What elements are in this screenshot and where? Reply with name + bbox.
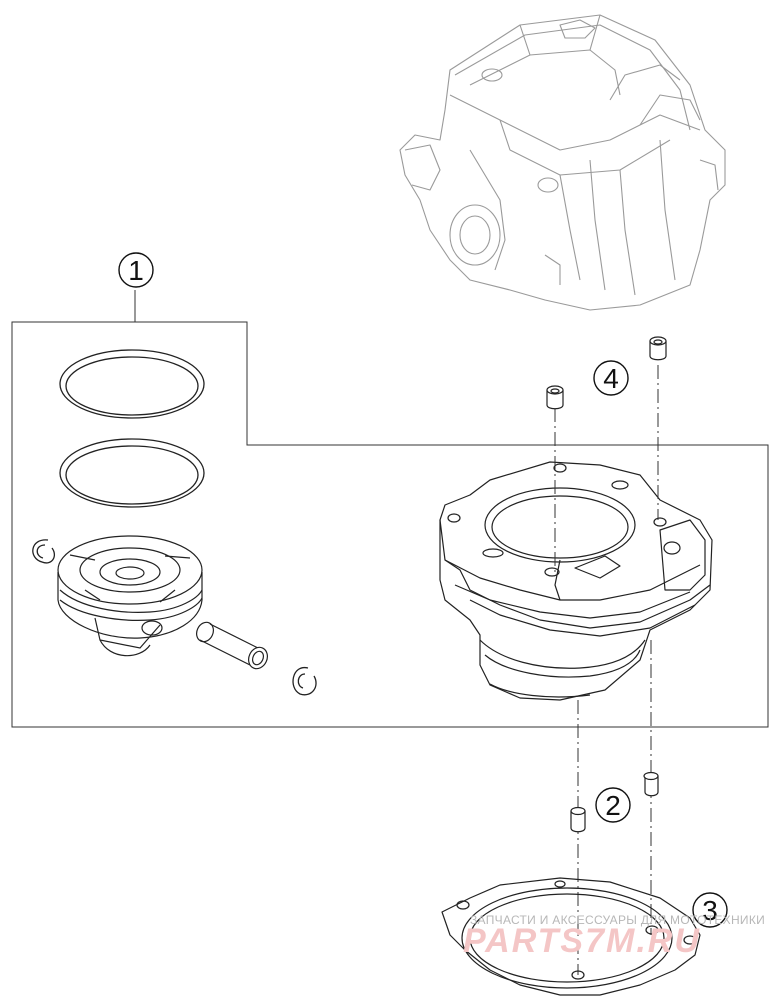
dowel-pin-top-left	[546, 385, 564, 410]
cylinder-base-gasket	[441, 877, 701, 996]
callout-4: 4	[593, 360, 629, 396]
dowel-pin-bottom-right	[643, 771, 659, 797]
callout-2-label: 2	[605, 790, 621, 821]
dowel-pin-bottom-left	[570, 806, 586, 833]
callout-3: 3	[692, 892, 728, 928]
piston-pin-illustration	[196, 621, 268, 670]
circlip-right	[292, 667, 317, 696]
cylinder-illustration	[439, 461, 713, 701]
callout-2: 2	[595, 787, 631, 823]
piston-illustration	[57, 535, 203, 657]
callout-4-label: 4	[603, 363, 619, 394]
callout-3-label: 3	[702, 895, 718, 926]
watermark: PARTS7M.RU ЗАПЧАСТИ И АКСЕССУАРЫ ДЛЯ МОТ…	[463, 913, 765, 960]
circlip-left	[32, 539, 56, 564]
callout-1: 1	[118, 252, 154, 288]
piston-ring-top	[59, 349, 205, 419]
dowel-pin-top-right	[649, 336, 667, 361]
piston-ring-second	[59, 438, 205, 508]
watermark-logo: PARTS7M.RU	[463, 922, 701, 960]
assembly-frame-outline	[11, 290, 769, 728]
cylinder-head-illustration	[399, 14, 726, 311]
callout-1-label: 1	[128, 255, 144, 286]
watermark-text: ЗАПЧАСТИ И АКСЕССУАРЫ ДЛЯ МОТОТЕХНИКИ	[470, 913, 765, 927]
